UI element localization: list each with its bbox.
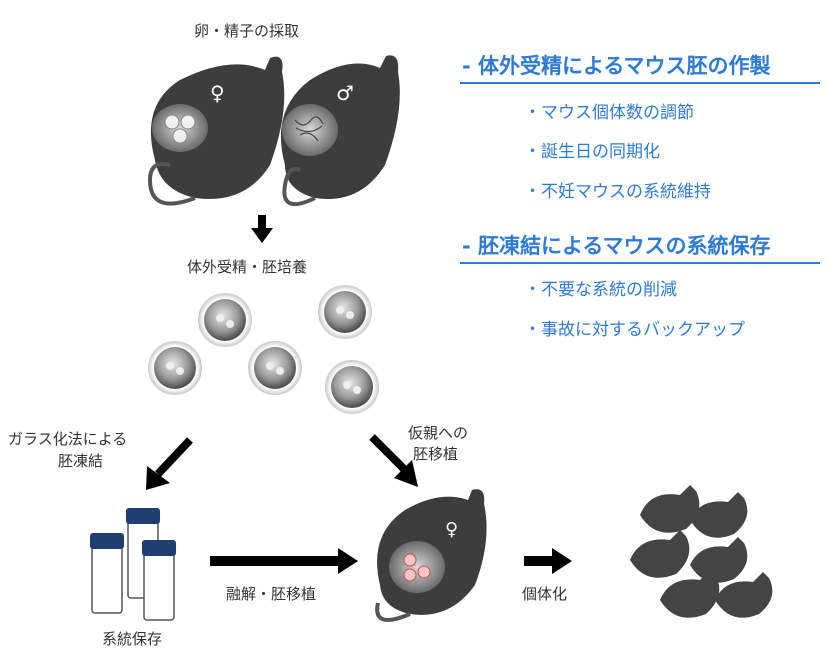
section-1-item-3: ・不妊マウスの系統維持	[524, 182, 711, 202]
section-2-rule	[460, 262, 820, 264]
vials-icon	[90, 508, 176, 621]
collection-label: 卵・精子の採取	[194, 22, 300, 40]
down-left-arrow-icon	[146, 437, 193, 490]
transfer-label-line2: 胚移植	[413, 445, 459, 463]
embryo-2	[318, 285, 372, 339]
recipient-symbol: ♀	[445, 519, 458, 540]
vitrification-label-line1: ガラス化法による	[8, 430, 128, 448]
male-mouse-icon	[280, 55, 400, 207]
section-2-item-2: ・事故に対するバックアップ	[524, 320, 745, 340]
strain-storage-label: 系統保存	[102, 630, 163, 648]
embryo-3	[148, 341, 202, 395]
individualize-label: 個体化	[522, 585, 568, 603]
embryo-5	[325, 360, 379, 414]
section-1-item-1: ・マウス個体数の調節	[524, 103, 694, 123]
section-1-heading: - 体外受精によるマウス胚の作製	[462, 54, 771, 78]
ivf-culture-label: 体外受精・胚培養	[187, 258, 308, 276]
female-symbol: ♀	[210, 81, 225, 105]
section-1-rule	[460, 82, 820, 84]
embryo-4	[248, 341, 302, 395]
thaw-transfer-label: 融解・胚移植	[226, 585, 317, 603]
pups-icon	[630, 485, 773, 618]
down-right-arrow-icon	[369, 434, 418, 487]
transfer-label-line1: 仮親への	[408, 424, 469, 442]
vitrification-label-line2: 胚凍結	[58, 452, 104, 470]
recipient-mouse-icon	[375, 489, 487, 622]
embryo-1	[198, 293, 252, 347]
embryo-group	[148, 285, 379, 414]
right-arrow-small-icon	[524, 548, 572, 574]
section-2-heading: - 胚凍結によるマウスの系統保存	[462, 234, 771, 258]
male-symbol: ♂	[336, 81, 354, 105]
female-mouse-icon	[147, 56, 285, 206]
section-1-item-2: ・誕生日の同期化	[524, 142, 660, 162]
right-arrow-icon	[210, 548, 358, 574]
down-arrow-icon	[251, 215, 273, 243]
section-2-item-1: ・不要な系統の削減	[524, 280, 677, 300]
